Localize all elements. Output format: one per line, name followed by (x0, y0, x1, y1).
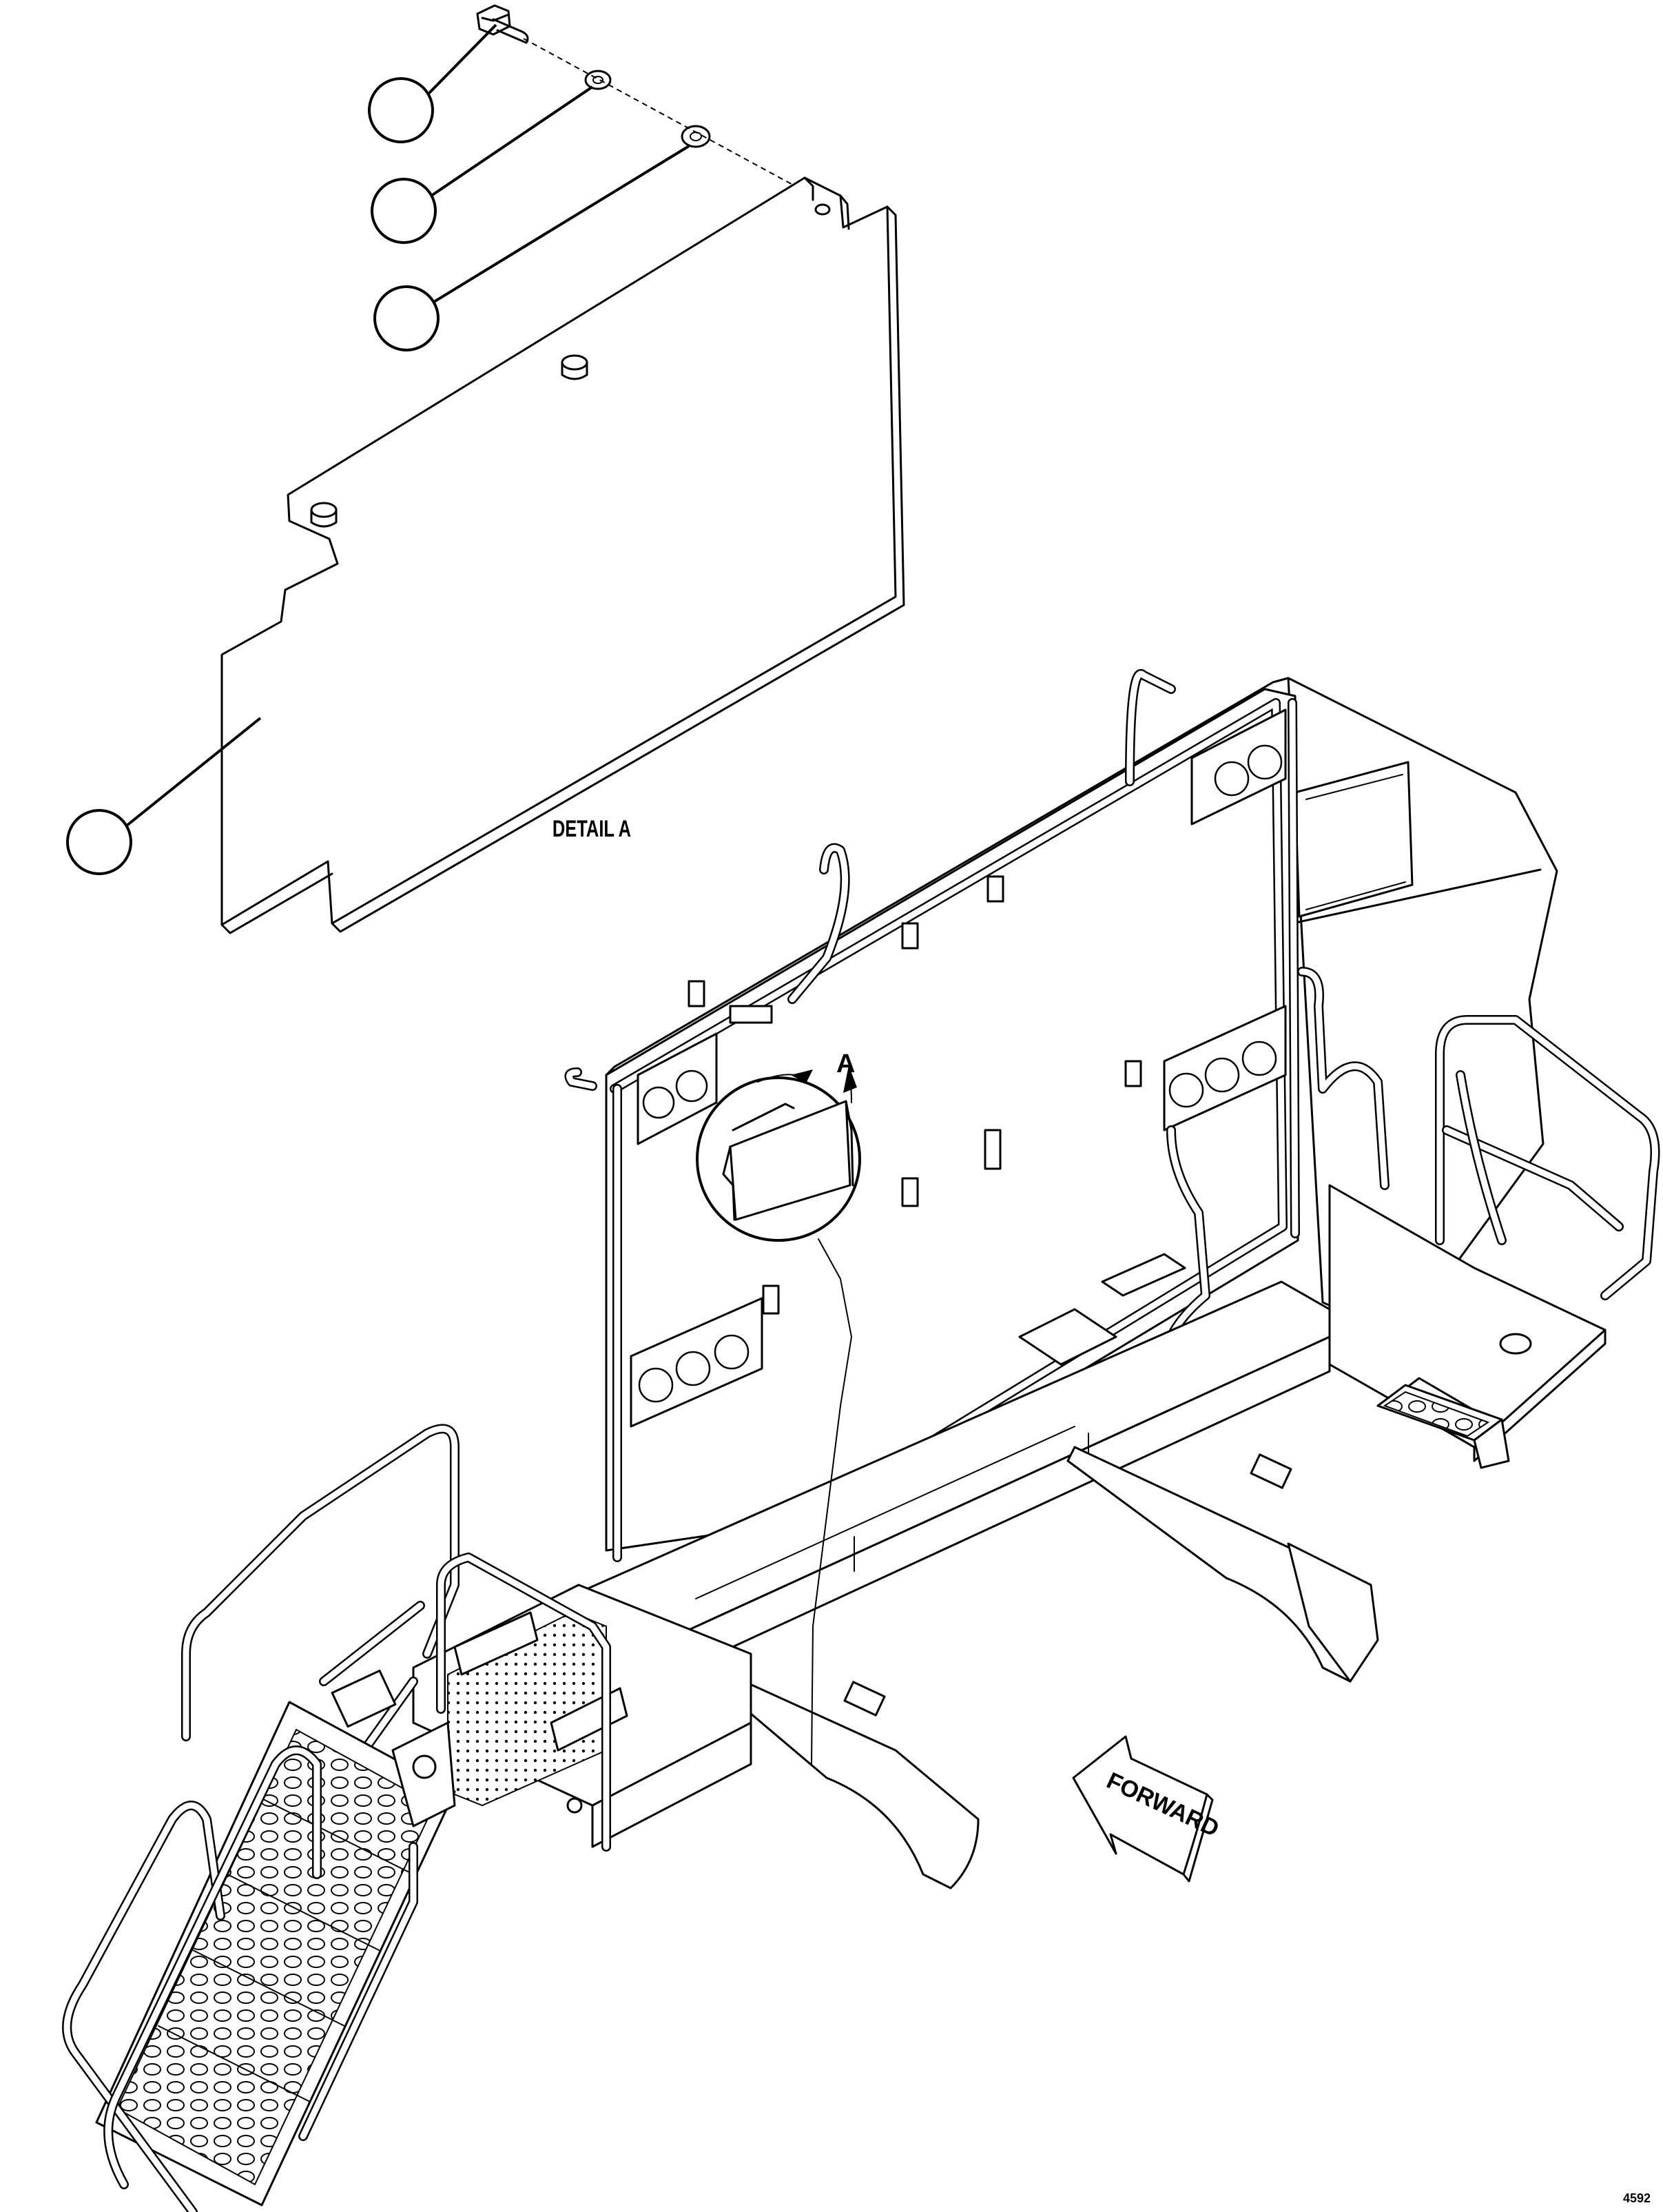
frame-bracket (984, 1129, 1002, 1170)
enclosure-body (1287, 677, 1558, 1338)
callout-leader (125, 717, 262, 827)
callout-balloon (368, 77, 434, 143)
section-line (811, 1238, 852, 1765)
detail-a-group: DETAIL A (66, 4, 905, 934)
skid-runner (736, 1680, 980, 1890)
assembly-axis-line (523, 38, 814, 196)
view-circle-a: A (696, 1049, 861, 1242)
fan-module (637, 1032, 718, 1145)
panel-mounting-hole (814, 203, 831, 216)
detail-title: DETAIL A (552, 817, 631, 842)
frame-bracket (901, 922, 919, 950)
main-assembly: A FORWARD (62, 669, 1660, 2212)
valve-fitting (331, 1453, 1292, 1728)
sheet-code: 4592 (1623, 2191, 1651, 2205)
fan-module (1163, 1005, 1287, 1131)
fan-module (630, 1297, 763, 1428)
bolt-part (476, 4, 529, 44)
callout-leader (433, 145, 690, 303)
callout-leader (430, 85, 594, 197)
callout-balloon (66, 809, 132, 875)
rear-handrail (1435, 1015, 1660, 1300)
frame-bracket (688, 980, 705, 1007)
view-arrow-icon (791, 1069, 813, 1083)
panel-stud (310, 502, 338, 528)
lock-washer-part (584, 70, 612, 90)
frame-bracket (1124, 1060, 1142, 1087)
cover-panel-part (220, 176, 905, 934)
frame-bracket (901, 1177, 919, 1207)
fan-module (1190, 708, 1287, 826)
callout-balloon (371, 178, 437, 244)
rear-step (1376, 1384, 1510, 1469)
view-letter: A (836, 1049, 855, 1078)
callout-leader (427, 23, 497, 95)
forward-arrow: FORWARD (1072, 1735, 1223, 1883)
stair-handrail (62, 1745, 418, 2212)
frame-bracket (987, 875, 1004, 903)
flat-washer-part (681, 125, 711, 148)
stair-assembly (95, 1701, 456, 2206)
frame-bracket (729, 1005, 773, 1024)
frame-bracket (762, 1284, 780, 1315)
skid-runner (1066, 1446, 1379, 1683)
panel-stud (561, 354, 588, 380)
callout-balloon (373, 285, 440, 351)
